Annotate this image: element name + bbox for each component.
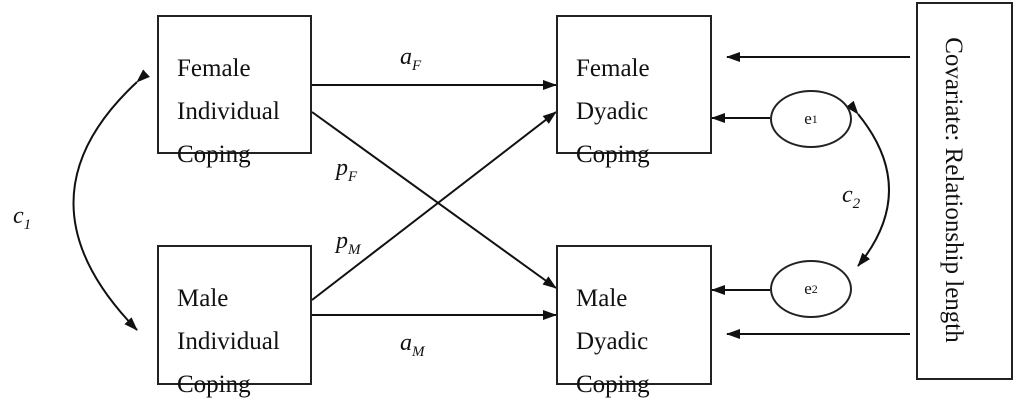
box-male-dyadic-coping: Male Dyadic Coping: [556, 245, 712, 398]
box-female-dyadic-coping: Female Dyadic Coping: [556, 15, 712, 168]
box-female-individual-coping: Female Individual Coping: [157, 15, 312, 168]
label-c2: c2: [842, 182, 861, 212]
arrow-c1: [72, 69, 150, 331]
box-covariate: [916, 2, 1013, 380]
arrow-p-f: [311, 111, 557, 289]
arrow-p-m: [311, 111, 557, 301]
box-male-individual-coping: Male Individual Coping: [157, 245, 312, 398]
label-p-f: pF: [336, 155, 358, 185]
arrow-c2: [845, 100, 890, 267]
covariate-label: Covariate: Relationship length: [940, 37, 967, 343]
label-c1: c1: [13, 203, 32, 233]
path-arrows: [72, 52, 910, 339]
label-a-f: aF: [400, 44, 422, 74]
label-a-m: aM: [400, 330, 425, 360]
label-p-m: pM: [336, 228, 361, 258]
